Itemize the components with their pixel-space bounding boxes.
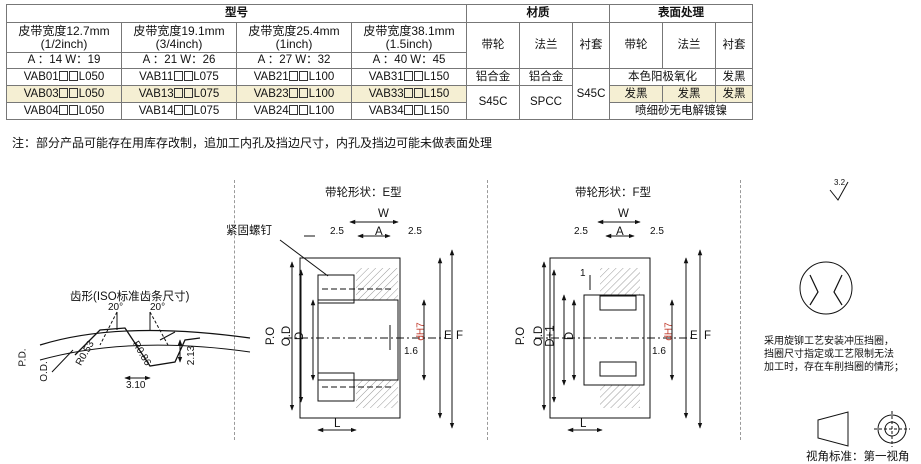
f-f: F [704,330,712,342]
width-col-1: 皮带宽度12.7mm(1/2inch) [6,22,122,53]
e-po: P.O [265,326,278,346]
dims-2: A ：21 W：26 [121,52,237,69]
surface-header: 表面处理 [609,4,753,23]
tooth-angle-left: 20° [108,302,124,313]
e-bore: dH7 [415,322,427,341]
surf-bushing: 衬套 [715,22,753,69]
f-e: E [690,330,698,342]
f-bore: dH7 [663,322,675,341]
spec-table: 型号 材质 表面处理 皮带宽度12.7mm(1/2inch) 皮带宽度19.1m… [6,4,753,120]
f-d: D [564,331,577,341]
e-f: F [456,330,464,342]
tooth-profile-drawing [39,311,251,381]
f-po: P.O [515,326,528,346]
e-w: W [378,208,389,220]
f-left: 2.5 [574,226,588,237]
material-header: 材质 [466,4,610,23]
desc-line-2: 挡圈尺寸指定或工艺限制无法 [764,349,894,360]
tooth-title: 齿形(ISO标准齿条尺寸) [70,291,190,303]
surf-cell: 发黑 [662,85,716,103]
divider [487,180,488,440]
e-d: D [294,331,307,341]
f-d1: D+1 [544,325,557,347]
f-a: A [616,226,624,238]
roughness-mark: 3.2 [834,178,846,187]
e-rough: 1.6 [404,346,418,357]
tooth-angle-right: 20° [150,302,166,313]
surf-cell: 发黑 [715,68,753,86]
f-rough: 1.6 [652,346,666,357]
right-panel-drawing [799,181,910,447]
f-type-title: 带轮形状：F型 [575,187,652,199]
f-type-pulley-drawing [535,219,703,433]
mat-cell: S45C [466,85,520,120]
f-w: W [618,208,629,220]
set-screw-label: 紧固螺钉 [226,225,272,237]
e-type-title: 带轮形状：E型 [325,187,402,199]
mat-cell: 铝合金 [466,68,520,86]
tooth-od: O.D. [38,361,50,382]
mat-cell: SPCC [519,85,573,120]
width-col-4: 皮带宽度38.1mm(1.5inch) [351,22,467,53]
surf-flange: 法兰 [662,22,716,69]
surf-cell: 喷细砂无电解镀镍 [609,102,753,120]
mat-bushing: 衬套 [572,22,610,69]
divider [740,180,741,440]
e-right: 2.5 [408,226,422,237]
f-right: 2.5 [650,226,664,237]
divider [234,180,235,440]
surf-cell: 发黑 [715,85,753,103]
e-l: L [334,418,341,430]
dims-3: A ：27 W：32 [236,52,352,69]
f-one: 1 [580,268,586,279]
model-header: 型号 [6,4,467,23]
surf-cell: 发黑 [609,85,663,103]
width-col-3: 皮带宽度25.4mm(1inch) [236,22,352,53]
width-col-2: 皮带宽度19.1mm(3/4inch) [121,22,237,53]
mat-flange: 法兰 [519,22,573,69]
e-e: E [444,330,452,342]
f-od: O.D [533,325,546,347]
surf-pulley: 带轮 [609,22,663,69]
mat-pulley: 带轮 [466,22,520,69]
e-od: O.D [281,325,294,347]
f-l: L [580,418,587,430]
desc-line-1: 采用旋铆工艺安装冲压挡圈， [764,336,894,347]
tooth-width: 3.10 [126,380,146,391]
e-left: 2.5 [330,226,344,237]
footnote: 注：部分产品可能存在用库存改制，追加工内孔及挡边尺寸，内孔及挡边可能未做表面处理 [12,136,493,150]
e-type-pulley-drawing [279,219,455,433]
e-a: A [375,226,383,238]
tooth-pd: P.D. [17,348,29,367]
desc-line-3: 加工时，存在车削挡圈的情形； [764,362,904,373]
projection-label: 视角标准：第一视角 [806,451,910,463]
tooth-height: 2.13 [186,345,198,366]
